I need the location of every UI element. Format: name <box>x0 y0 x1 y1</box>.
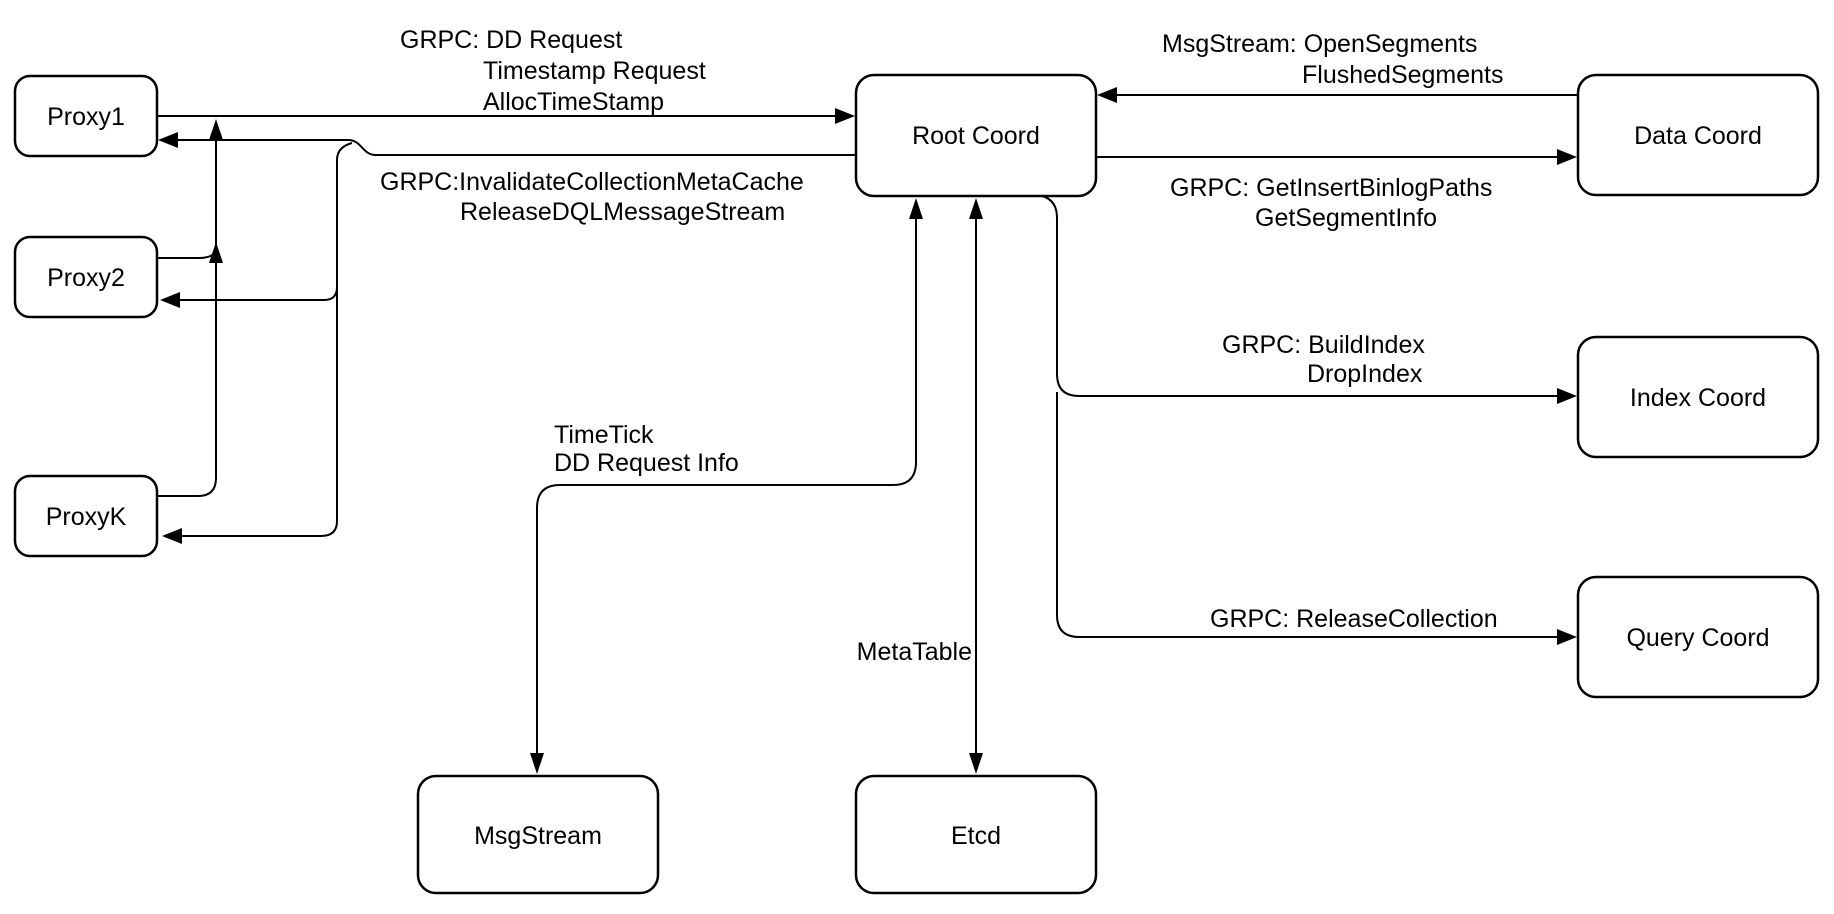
label-proxies-to-root: GRPC: DD Request Timestamp Request Alloc… <box>400 26 706 116</box>
edge-root-to-etcd <box>969 198 983 774</box>
arrowhead-up-icon <box>909 198 923 219</box>
edge-label-line: MetaTable <box>857 638 972 666</box>
edge-proxies-to-root <box>157 108 855 497</box>
arrowhead-right-icon <box>1557 388 1577 404</box>
arrowhead-right-icon <box>835 108 855 124</box>
arrowhead-up-icon <box>209 119 223 140</box>
node-label: Proxy1 <box>47 103 125 131</box>
label-root-to-data: GRPC: GetInsertBinlogPaths GetSegmentInf… <box>1170 174 1492 232</box>
node-index-coord: Index Coord <box>1576 335 1820 459</box>
arrowhead-down-icon <box>530 753 544 774</box>
arrowhead-left-icon <box>158 132 178 148</box>
label-root-to-etcd: MetaTable <box>857 638 972 666</box>
node-label: Index Coord <box>1630 384 1766 412</box>
node-label: Query Coord <box>1626 624 1769 652</box>
node-label: Data Coord <box>1634 122 1762 150</box>
edge-label-line: DropIndex <box>1307 360 1423 388</box>
node-shape <box>13 235 159 319</box>
edge-label-line: GetSegmentInfo <box>1255 204 1437 232</box>
label-data-to-root: MsgStream: OpenSegments FlushedSegments <box>1162 30 1504 89</box>
edge-label-line: DD Request Info <box>554 449 739 477</box>
edge-root-to-data <box>1096 149 1577 165</box>
arrowhead-down-icon <box>969 753 983 774</box>
node-shape <box>854 73 1098 198</box>
edge-line <box>1056 392 1560 638</box>
edge-label-line: AllocTimeStamp <box>483 88 664 116</box>
edge-label-line: Timestamp Request <box>483 57 706 85</box>
edge-data-to-root <box>1097 87 1578 103</box>
edge-label-line: GRPC: BuildIndex <box>1222 331 1425 359</box>
node-shape <box>1576 73 1820 197</box>
arrowhead-right-icon <box>1557 149 1577 165</box>
arrowhead-up-icon <box>209 242 223 263</box>
edge-root-to-query <box>1056 392 1577 645</box>
edge-label-line: GRPC: ReleaseCollection <box>1210 605 1498 633</box>
node-label: MsgStream <box>474 822 602 850</box>
edge-line <box>172 142 353 537</box>
node-label: Etcd <box>951 822 1001 850</box>
arrowhead-left-icon <box>162 528 182 544</box>
edge-label-line: FlushedSegments <box>1302 61 1504 89</box>
node-proxy2: Proxy2 <box>13 235 159 319</box>
edge-label-line: ReleaseDQLMessageStream <box>460 198 785 226</box>
arrowhead-left-icon <box>1097 87 1117 103</box>
node-data-coord: Data Coord <box>1576 73 1820 197</box>
edge-root-to-msgstream <box>530 198 923 774</box>
node-shape <box>13 474 159 558</box>
edge-root-to-proxies <box>158 132 856 544</box>
node-etcd: Etcd <box>854 774 1098 895</box>
node-shape <box>13 74 159 158</box>
node-shape <box>854 774 1098 895</box>
arrowhead-left-icon <box>160 292 180 308</box>
label-root-to-query: GRPC: ReleaseCollection <box>1210 605 1498 633</box>
node-shape <box>1576 335 1820 459</box>
edge-line <box>168 139 856 156</box>
label-root-to-msgstream: TimeTick DD Request Info <box>554 421 739 477</box>
node-label: Root Coord <box>912 122 1040 150</box>
edge-line <box>1041 195 1560 397</box>
node-shape <box>1576 575 1820 699</box>
node-msgstream: MsgStream <box>416 774 660 895</box>
node-proxy1: Proxy1 <box>13 74 159 158</box>
edge-line <box>170 286 338 301</box>
label-root-to-proxies: GRPC:InvalidateCollectionMetaCache Relea… <box>380 168 804 226</box>
node-proxyk: ProxyK <box>13 474 159 558</box>
edge-label-line: GRPC: DD Request <box>400 26 622 54</box>
node-label: ProxyK <box>46 503 127 531</box>
node-shape <box>416 774 660 895</box>
node-root-coord: Root Coord <box>854 73 1098 198</box>
edge-root-to-index <box>1041 195 1577 404</box>
node-query-coord: Query Coord <box>1576 575 1820 699</box>
arrowhead-up-icon <box>969 198 983 219</box>
edge-label-line: GRPC: GetInsertBinlogPaths <box>1170 174 1492 202</box>
edge-label-line: TimeTick <box>554 421 654 449</box>
edge-line <box>536 210 917 762</box>
edge-line <box>157 247 217 259</box>
arrowhead-right-icon <box>1557 629 1577 645</box>
edge-label-line: GRPC:InvalidateCollectionMetaCache <box>380 168 804 196</box>
edge-label-line: MsgStream: OpenSegments <box>1162 30 1477 58</box>
node-label: Proxy2 <box>47 264 125 292</box>
edge-line <box>157 130 217 497</box>
label-root-to-index: GRPC: BuildIndex DropIndex <box>1222 331 1425 388</box>
